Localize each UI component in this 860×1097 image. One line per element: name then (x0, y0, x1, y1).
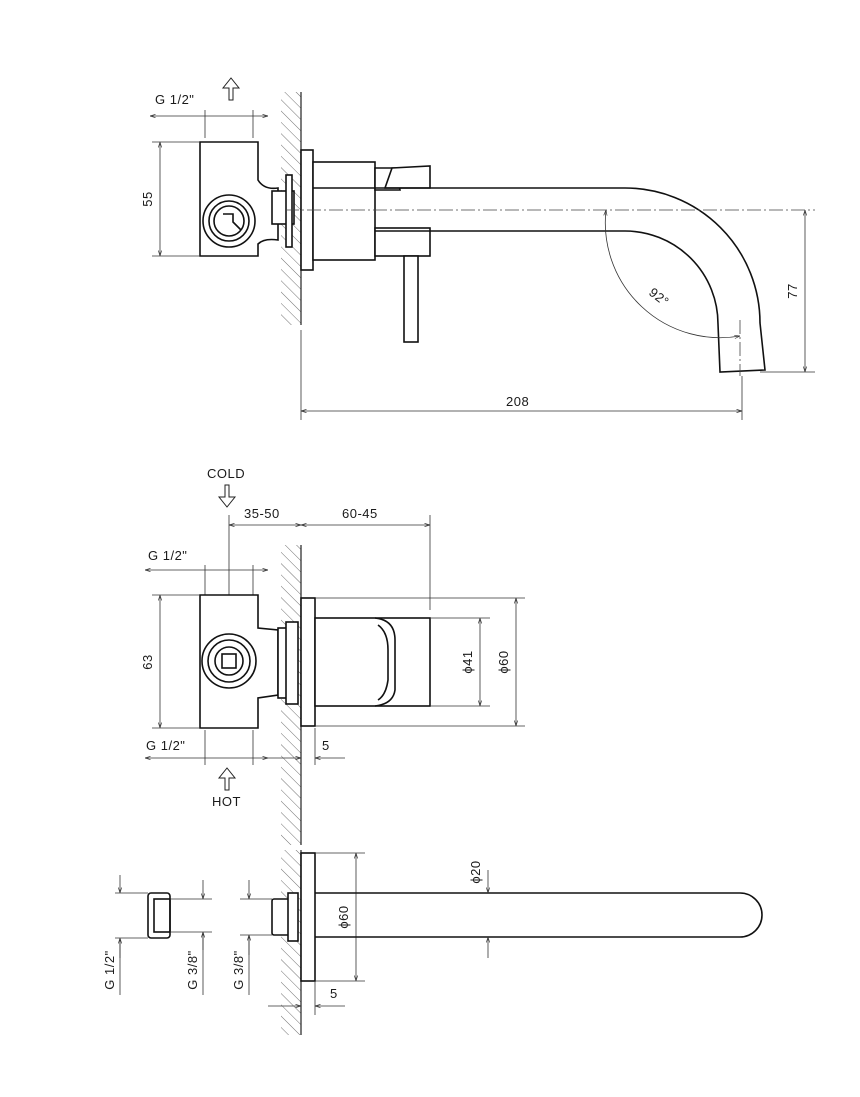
middle-view: COLD 35-50 60-45 G 1/2" 63 (140, 466, 525, 845)
spout-thread-label: G 3/8" (231, 950, 246, 989)
middle-plate-label: 5 (322, 738, 330, 753)
top-view: G 1/2" 55 92° (140, 77, 815, 420)
body-range-label: 60-45 (342, 506, 378, 521)
up-arrow-icon (221, 77, 241, 101)
up-arrow-hot-icon (217, 767, 237, 791)
outer-diameter-label: ϕ60 (496, 650, 511, 673)
top-height-label: 55 (140, 191, 155, 206)
spout-diameter-label: ϕ20 (468, 860, 483, 883)
adapter-thread-inner-label: G 3/8" (185, 950, 200, 989)
valve-body (199, 141, 279, 257)
down-arrow-icon (217, 484, 237, 508)
plate-diameter-label: ϕ60 (336, 905, 351, 928)
top-length-label: 208 (506, 394, 529, 409)
bottom-spout (315, 892, 763, 938)
top-thread-label: G 1/2" (155, 92, 194, 107)
middle-height-label: 63 (140, 654, 155, 669)
cold-label: COLD (207, 466, 245, 481)
wall-hatch-bottom (281, 850, 301, 1035)
depth-range-label: 35-50 (244, 506, 280, 521)
top-angle-label: 92° (646, 285, 672, 310)
adapter-thread-outer-label: G 1/2" (102, 950, 117, 989)
middle-thread-top-label: G 1/2" (148, 548, 187, 563)
bottom-view: G 1/2" G 3/8" G 3/8" ϕ60 ϕ20 5 (102, 850, 763, 1035)
top-drop-label: 77 (785, 283, 800, 298)
bottom-plate-label: 5 (330, 986, 338, 1001)
middle-thread-bottom-label: G 1/2" (146, 738, 185, 753)
inner-diameter-label: ϕ41 (460, 650, 475, 673)
hot-label: HOT (212, 794, 241, 809)
top-spout (313, 187, 766, 373)
middle-valve-body (199, 594, 279, 729)
